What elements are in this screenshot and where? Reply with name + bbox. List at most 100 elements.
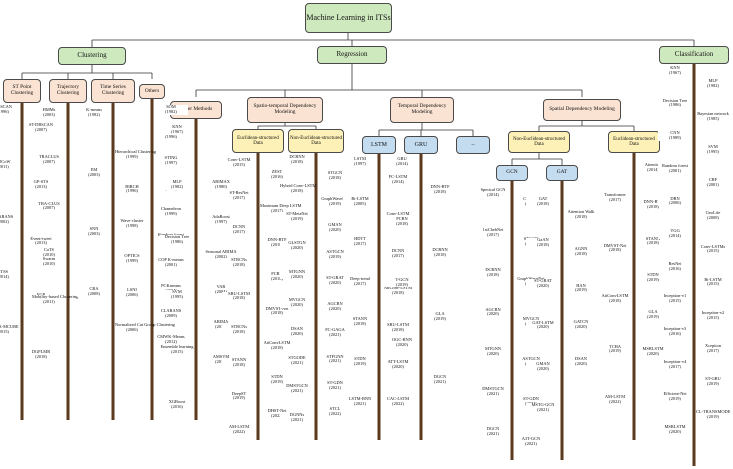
method-leaf-label: GLA(2019) — [636, 309, 670, 320]
method-leaf-label: Inception-v3(2016) — [658, 326, 692, 337]
spatio-temporal-dependency-node: Spatio-temporal Dependency Modeling — [247, 97, 323, 123]
timeline-bar — [377, 154, 381, 440]
method-leaf-label: A3T-GCN(2021) — [514, 436, 548, 447]
method-leaf-label: DGPLMR(2018) — [24, 349, 58, 360]
method-leaf-label: SRU-LSTM(2018) — [222, 291, 256, 302]
method-leaf-label: STCL(2022) — [318, 406, 352, 417]
method-leaf-label: Normalized Cut Group Clustering(2006) — [115, 322, 175, 333]
st-point-clustering-node: ST Point Clustering — [3, 79, 41, 103]
timeline-bar — [419, 154, 423, 440]
spatial-euclidean-data-node: Euclidean-structured Data — [608, 131, 660, 153]
method-leaf-label: STDN(2019) — [343, 356, 377, 367]
method-leaf-label: EDCoW(2011) — [0, 159, 20, 170]
method-leaf-label: SVM(1995) — [696, 144, 730, 155]
method-leaf-label: CLARANS(2002) — [0, 214, 20, 225]
method-leaf-label: AM-LSTM(2022) — [222, 424, 256, 435]
method-leaf-label: Chameleon(1999) — [154, 206, 188, 217]
clustering-node: Clustering — [58, 47, 126, 65]
method-leaf-label: ST-MetaNet(2019) — [280, 211, 314, 223]
gat-node: GAT — [546, 165, 578, 181]
method-leaf-label: MTGNN(2020) — [476, 346, 510, 358]
method-leaf-label: Swarm(2010) — [32, 256, 66, 267]
method-leaf-label: Conv-LSTM(2015) — [222, 157, 256, 168]
method-leaf-label: Inception-v2(2015) — [696, 310, 730, 321]
method-leaf-label: GATCN(2020) — [564, 319, 598, 330]
method-leaf-label: GMAN(2020) — [318, 223, 352, 234]
method-leaf-label: STRCNs(2018) — [222, 257, 256, 268]
method-leaf-label: STING(1997) — [154, 155, 188, 166]
method-leaf-label: CAC-LSTM(2022) — [381, 396, 415, 407]
method-leaf-label: VAR(2004) — [204, 284, 238, 295]
method-leaf-label: 1stChebNet(2017) — [476, 227, 510, 238]
method-leaf-label: MSRLSTM(2020) — [658, 424, 692, 435]
method-leaf-label: Attention Walk(2018) — [564, 209, 598, 220]
method-leaf-label: ST-GDN(2021) — [318, 380, 352, 391]
method-leaf-label: OGC-RNN(2020) — [385, 337, 419, 348]
method-leaf-label: DBSCAN(1996) — [0, 104, 20, 115]
timeline-bar — [256, 153, 260, 440]
method-leaf-label: VGG(2014) — [658, 228, 692, 239]
method-leaf-label: Efficient-Net(2019) — [658, 392, 692, 403]
method-leaf-label: Maximum Deep LSTM(2017) — [260, 203, 302, 214]
method-leaf-label: CMWK-Means(2012) — [154, 334, 188, 345]
method-leaf-label: Mobility-based Clustering(2011) — [32, 294, 79, 305]
regression-node: Regression — [317, 46, 387, 64]
timeline-bar — [20, 103, 24, 420]
method-leaf-label: STDN(2019) — [260, 374, 294, 385]
method-leaf-label: ST-GRAT(2020) — [318, 275, 352, 286]
method-leaf-label: STGCN(2018) — [318, 170, 352, 181]
method-leaf-label: MTGNN(2020) — [280, 269, 314, 280]
method-leaf-label: Transformer(2017) — [598, 192, 632, 203]
method-leaf-label: Random forest(2001) — [658, 163, 692, 174]
method-leaf-label: Decision Tree(1986) — [658, 98, 692, 109]
method-leaf-label: GLA(2019) — [423, 311, 457, 322]
method-leaf-label: STRCNs(2018) — [222, 324, 256, 335]
method-leaf-label: DMSTGCN(2021) — [280, 383, 314, 395]
st-euclidean-data-node: Euclidean-structured Data — [232, 129, 284, 153]
method-leaf-label: LSTM-BNN(2021) — [343, 396, 377, 407]
method-leaf-label: TRA-CLUS(2007) — [32, 201, 66, 212]
method-leaf-label: MVGCN(2020) — [280, 297, 314, 309]
method-leaf-label: DCRNN(2018) — [476, 267, 510, 278]
method-leaf-label: GMAN(2020) — [526, 361, 560, 372]
method-leaf-label: HAN(2019) — [564, 283, 598, 294]
timeline-bar — [194, 119, 198, 420]
method-leaf-label: Bi-LSTM(2005) — [343, 196, 377, 207]
temporal-dependency-node: Temporal Dependency Modeling — [390, 97, 454, 123]
method-leaf-label: K-means(1982) — [77, 107, 111, 118]
method-leaf-label: DMVST-Net(2018) — [260, 306, 294, 317]
timeline-bar — [150, 99, 154, 420]
method-leaf-label: LSNI(2006) — [115, 288, 149, 299]
method-leaf-label: GaAN(2018) — [526, 237, 560, 248]
method-leaf-label: ASTGCN(2019) — [318, 249, 352, 260]
method-leaf-label: DCNN(2017) — [381, 248, 415, 259]
method-leaf-label: Wave-cluster(1998) — [115, 218, 149, 229]
method-leaf-label: MSTG-GCN(2021) — [526, 402, 560, 413]
method-leaf-label: ZEST(2016) — [260, 169, 294, 180]
method-leaf-label: AttConv-LSTM(2018) — [381, 285, 415, 296]
method-leaf-label: BIRCH(1996) — [115, 184, 149, 195]
method-leaf-label: LSTM(1997) — [343, 156, 377, 167]
method-leaf-label: ST-GRAT(2020) — [526, 279, 560, 290]
method-leaf-label: ATT-LSTM(2020) — [381, 359, 415, 370]
method-leaf-label: Conv-LSTMs(2015) — [696, 244, 730, 255]
method-leaf-label: FC-LSTM(2014) — [381, 174, 415, 185]
method-leaf-label: AttConvLSTM(2018) — [598, 293, 632, 304]
method-leaf-label: GAT-LSTM(2020) — [526, 320, 560, 331]
method-leaf-label: MSRLSTM(2020) — [636, 346, 670, 357]
method-leaf-label: SNN(2003) — [77, 226, 111, 238]
trajectory-clustering-node: Trajectory Clustering — [49, 79, 87, 103]
spatial-dependency-node: Spatial Dependency Modeling — [543, 99, 621, 121]
method-leaf-label: SVM(1995) — [160, 289, 194, 300]
method-leaf-label: CRA(2008) — [77, 286, 111, 297]
method-leaf-label: ST-DBSCAN(2007) — [24, 122, 58, 133]
method-leaf-label: HDTT(2017) — [343, 236, 377, 247]
method-leaf-label: SRU-LSTM(2018) — [381, 322, 415, 333]
method-leaf-label: DBN(2006) — [658, 196, 692, 207]
method-leaf-label: XGBoost(2016) — [160, 399, 194, 410]
timeline-bar — [692, 64, 696, 466]
method-leaf-label: ARIMAX(1980) — [204, 179, 238, 190]
method-leaf-label: DSAN(2020) — [564, 356, 598, 367]
method-leaf-label: TRACLUS(2007) — [32, 154, 66, 165]
timeline-bar — [314, 153, 318, 440]
